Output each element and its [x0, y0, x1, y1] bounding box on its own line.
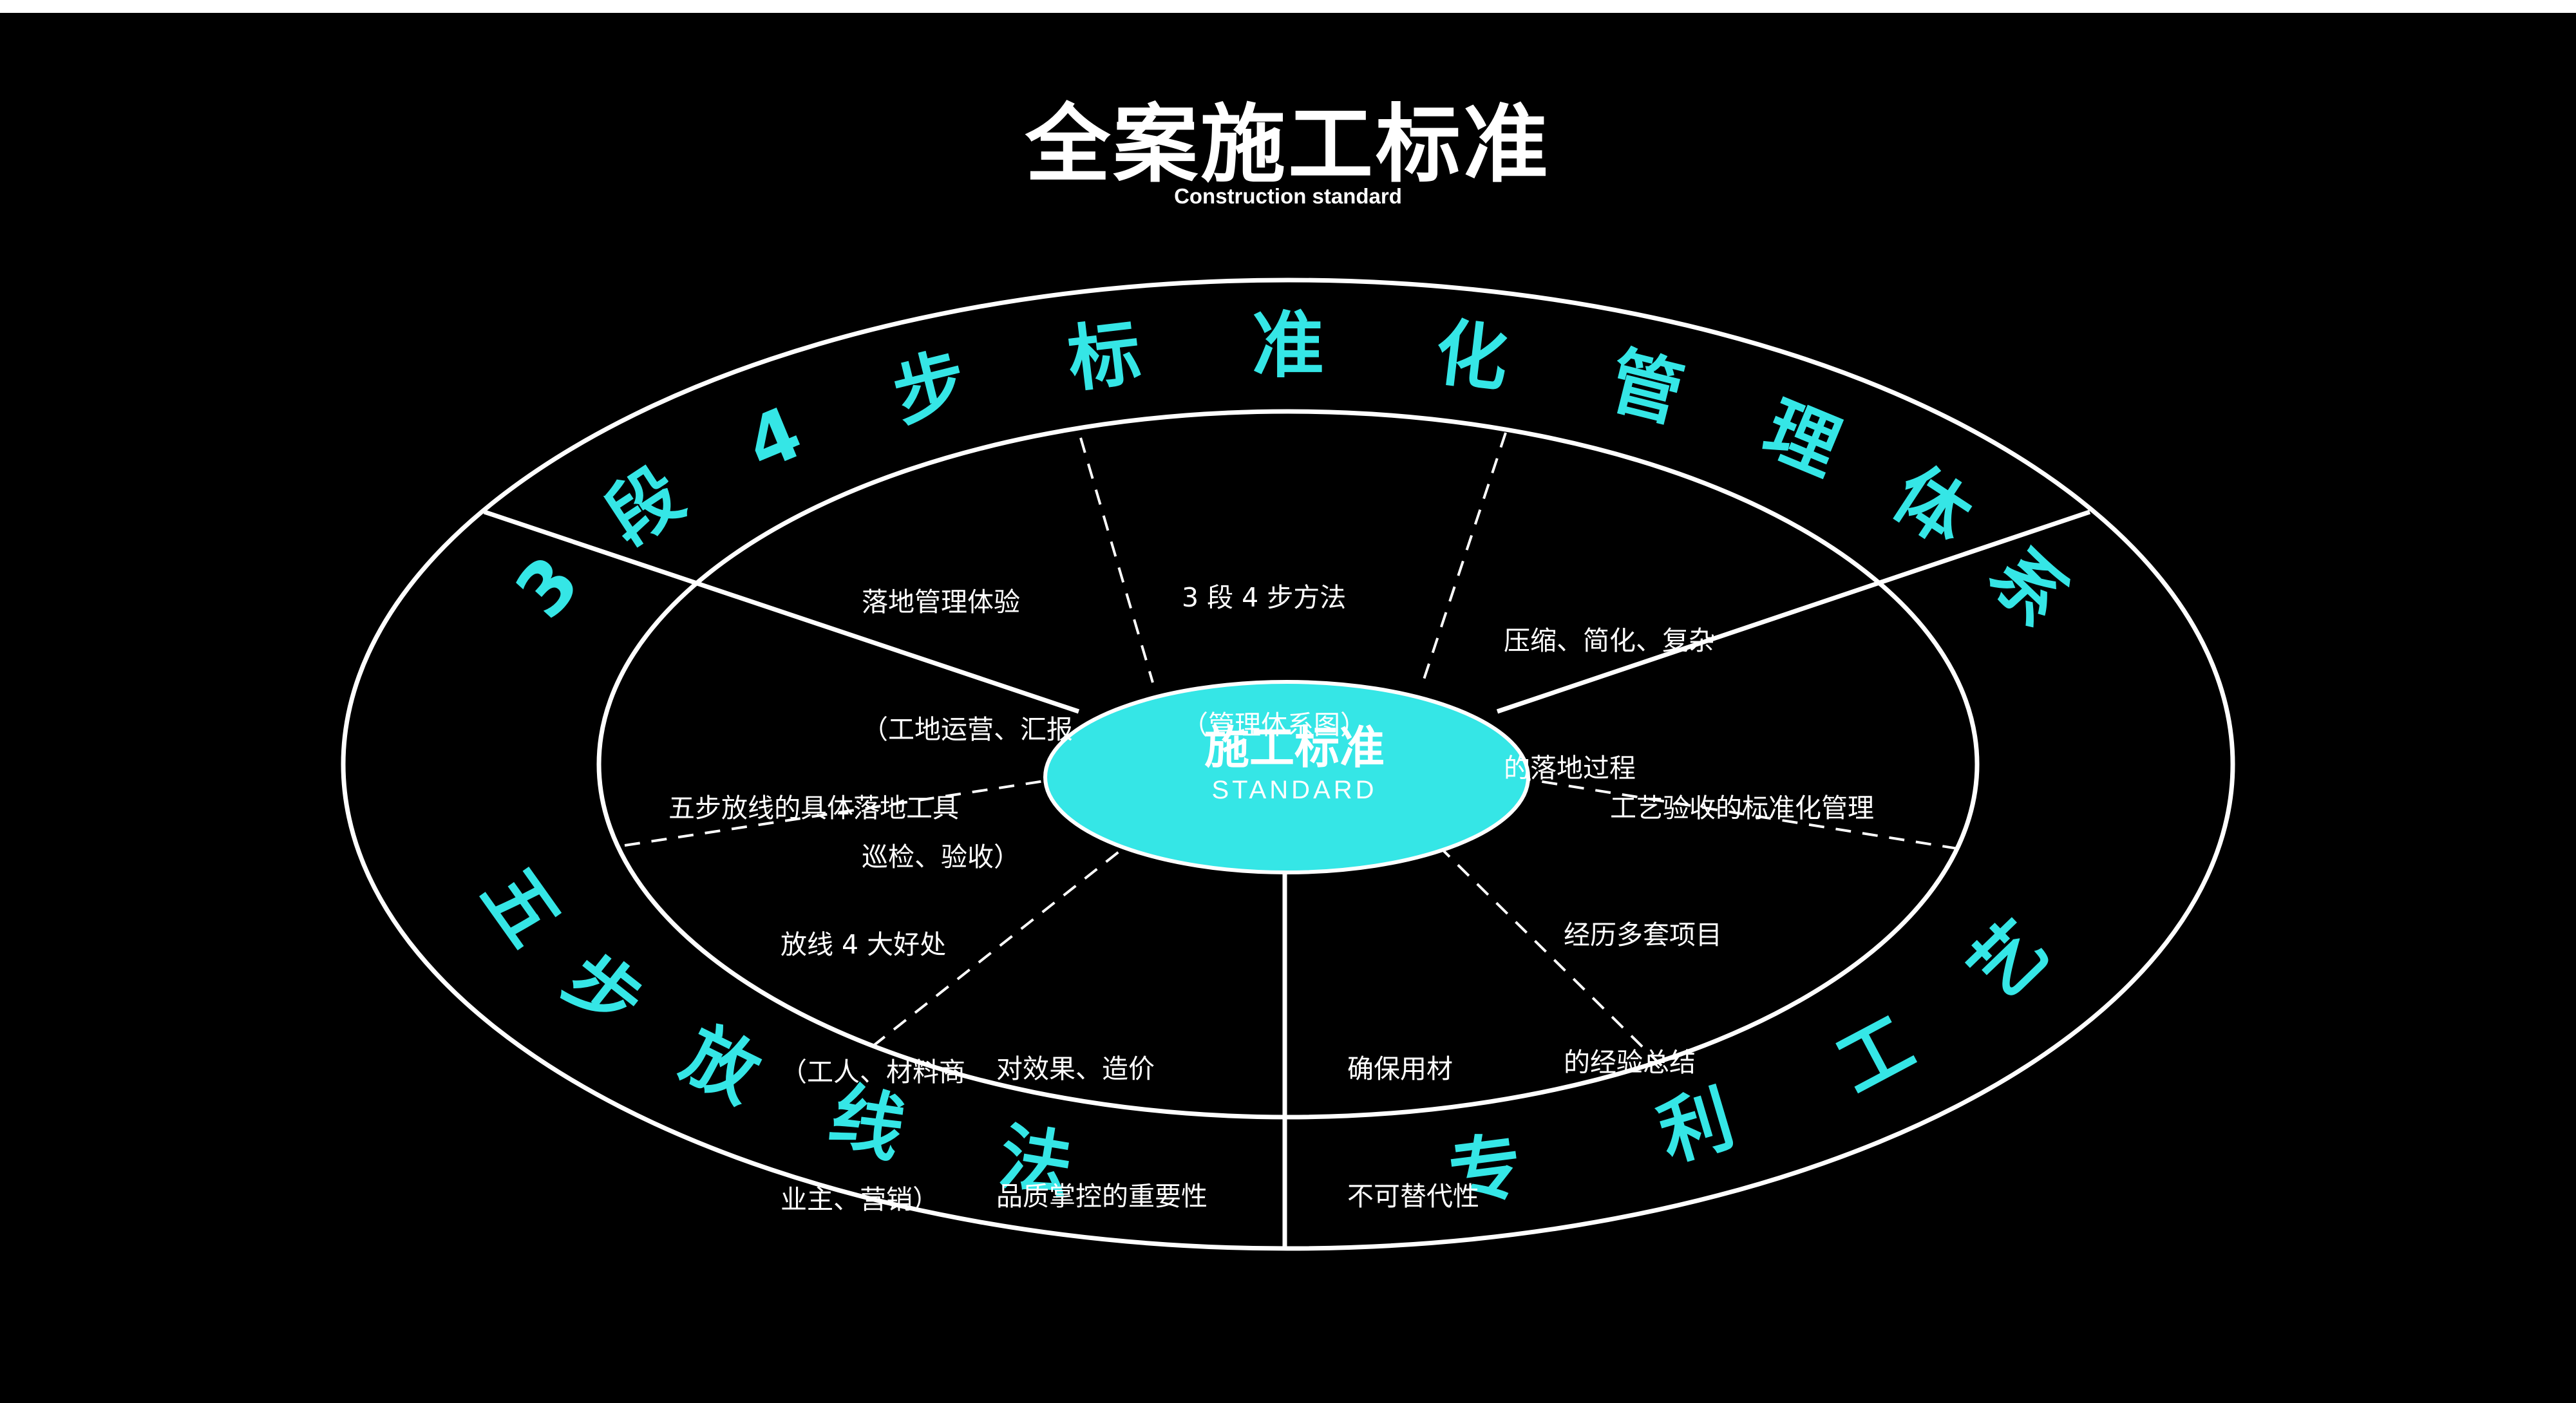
page-title: 全案施工标准: [1025, 95, 1551, 194]
dash-top-1: [1079, 437, 1154, 683]
top-border-strip: [0, 0, 2576, 13]
page-subtitle: Construction standard: [1174, 184, 1402, 208]
segment-line: 的经验总结: [1564, 1047, 1696, 1078]
segment-line: 经历多套项目: [1564, 919, 1722, 950]
arc-char-top: 标: [1064, 311, 1145, 402]
arc-label-right: 专利工艺: [1444, 906, 2064, 1217]
center-ellipse: [1043, 680, 1530, 874]
arc-char-top: 3: [500, 541, 596, 634]
segment-line: 对效果、造价: [996, 1053, 1155, 1084]
arc-char-right: 专: [1444, 1124, 1527, 1216]
segment-line: 五步放线的具体落地工具: [668, 793, 959, 824]
arc-char-left: 放: [670, 1012, 772, 1119]
dash-left: [624, 779, 1049, 847]
inner-ring: [596, 409, 1980, 1120]
arc-char-top: 理: [1752, 386, 1851, 491]
segment-bottom-left-2-text: 对效果、造价 品质掌控的重要性: [996, 963, 1208, 1260]
segment-line: 3 段 4 步方法: [1182, 582, 1347, 613]
segment-line: （工地运营、汇报: [862, 714, 1073, 745]
arc-char-left: 法: [993, 1115, 1078, 1210]
arc-char-top: 化: [1431, 311, 1512, 402]
segment-line: 巡检、验收）: [862, 842, 1020, 872]
segment-right-text: 工艺验收的标准化管理: [1610, 702, 1874, 872]
segment-line: 品质掌控的重要性: [996, 1181, 1208, 1212]
segment-left-text: 五步放线的具体落地工具: [668, 702, 959, 872]
arc-char-left: 五: [466, 854, 576, 961]
segment-line: 落地管理体验: [862, 587, 1020, 617]
arc-char-right: 工: [1824, 1001, 1927, 1109]
arc-char-top: 4: [735, 391, 813, 487]
arc-char-top: 段: [591, 452, 697, 561]
arc-char-top: 体: [1879, 452, 1985, 561]
segment-line: 不可替代性: [1347, 1181, 1479, 1212]
segment-line: 确保用材: [1347, 1053, 1453, 1084]
segment-bottom-right-1-text: 经历多套项目 的经验总结: [1564, 829, 1722, 1126]
segment-line: （管理体系图）: [1182, 710, 1367, 740]
segment-line: 业主、营销）: [781, 1184, 939, 1215]
segment-line: 工艺验收的标准化管理: [1610, 793, 1874, 824]
segment-bottom-left-1-text: 放线 4 大好处 （工人、材料商 业主、营销）: [781, 838, 965, 1263]
segment-bottom-right-2-text: 确保用材 不可替代性: [1347, 963, 1479, 1260]
arc-char-top: 管: [1601, 339, 1691, 437]
segment-top-middle-text: 3 段 4 步方法 （管理体系图）: [1182, 491, 1367, 789]
dash-right: [1526, 778, 1958, 850]
segment-top-left-text: 落地管理体验 （工地运营、汇报 巡检、验收）: [862, 496, 1073, 921]
dash-top-2: [1422, 432, 1507, 682]
outer-ring: [341, 278, 2235, 1251]
center-title: 施工标准: [1204, 721, 1385, 774]
arc-char-top: 步: [885, 339, 975, 437]
divider-top-left: [483, 509, 1080, 714]
arc-char-top: 系: [1973, 532, 2083, 642]
segment-line: （工人、材料商: [781, 1057, 965, 1088]
arc-char-top: 准: [1252, 304, 1324, 388]
segment-line: 压缩、简化、复杂: [1504, 625, 1715, 656]
divider-top-right: [1496, 509, 2091, 714]
dash-bottom-left: [871, 839, 1135, 1048]
arc-char-left: 步: [549, 937, 657, 1047]
center-subtitle: STANDARD: [1211, 776, 1378, 804]
segment-line: 的落地过程: [1504, 753, 1636, 784]
arc-char-right: 艺: [1954, 906, 2064, 1016]
segment-top-right-text: 压缩、简化、复杂 的落地过程: [1504, 534, 1715, 832]
segment-line: 放线 4 大好处: [781, 929, 947, 960]
